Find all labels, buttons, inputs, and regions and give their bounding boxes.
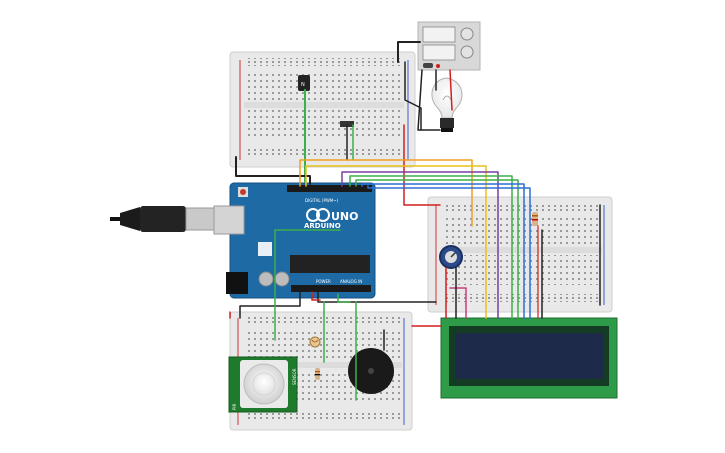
reset-button: [240, 189, 246, 195]
photoresistor: [309, 336, 321, 348]
relay-module: [417, 21, 481, 71]
power-jack: [226, 272, 248, 294]
digital-header-label: DIGITAL (PWM~): [305, 198, 339, 203]
svg-text:N: N: [301, 82, 305, 88]
arduino-brand-label: ARDUINO: [304, 222, 341, 230]
potentiometer: [439, 245, 463, 269]
analog-header-label: ANALOG IN: [340, 279, 362, 284]
usb-port: [213, 205, 245, 235]
pir-label-right: SENSOR: [292, 368, 297, 385]
resistor: [532, 212, 538, 226]
usb-cable: [110, 206, 215, 232]
breadboard-top: [229, 51, 416, 168]
piezo-buzzer: [348, 348, 394, 394]
lcd-16x2: [440, 317, 618, 399]
transistor: N: [298, 75, 310, 91]
breadboard-right: [427, 196, 613, 313]
pir-label-left: PIR: [232, 403, 237, 410]
arduino-uno: ARDUINO UNO DIGITAL (PWM~) POWER ANALOG …: [213, 182, 376, 299]
slide-switch: [340, 121, 354, 127]
digital-header: [287, 185, 372, 192]
light-bulb: [431, 77, 463, 132]
power-analog-header: [291, 285, 371, 292]
power-header-label: POWER: [316, 279, 331, 284]
pir-sensor: PIR SENSOR: [228, 356, 298, 413]
atmega-chip: [290, 255, 370, 273]
wires: [229, 41, 601, 401]
arduino-model-label: UNO: [331, 210, 359, 223]
arduino-infinity-logo: [306, 208, 330, 222]
resistor-bottom: [315, 368, 320, 380]
